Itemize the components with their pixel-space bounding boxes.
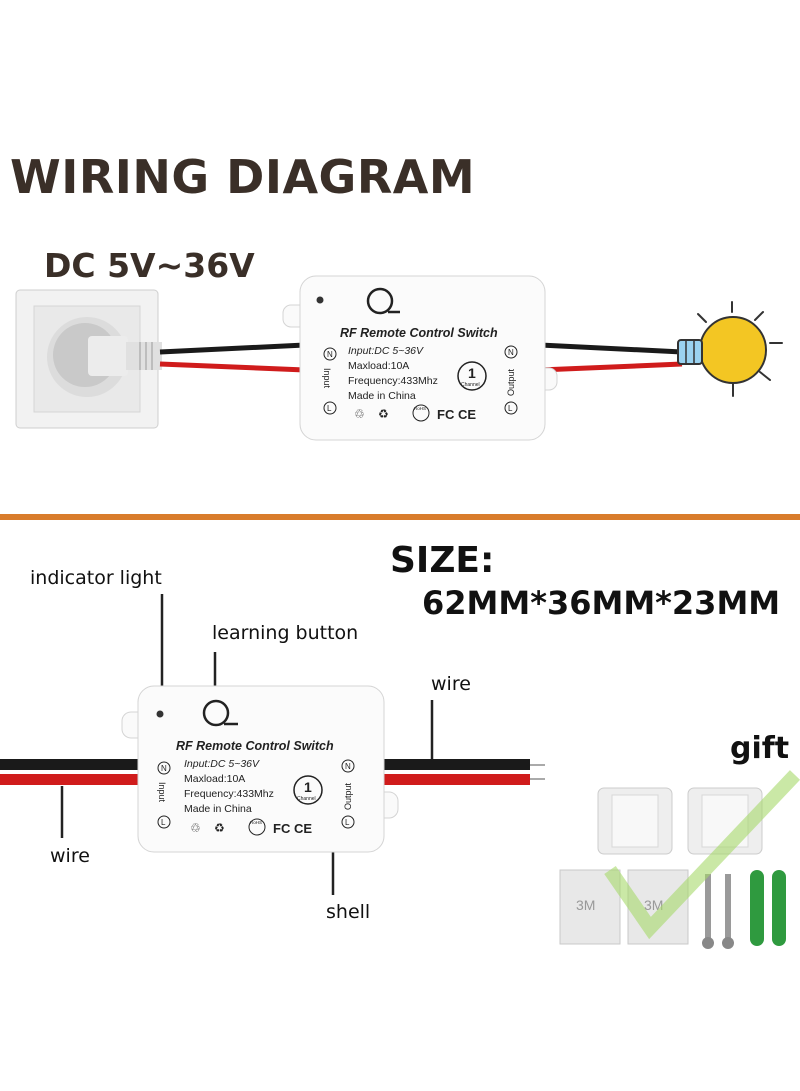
learning-button-label: learning button — [212, 622, 359, 644]
svg-text:♲: ♲ — [354, 407, 365, 421]
device-label-top: RF Remote Control Switch Input:DC 5~36V … — [322, 326, 518, 422]
channel-number-bottom: 1 — [304, 779, 312, 795]
device-made-in-bottom: Made in China — [184, 803, 252, 815]
wall-socket — [15, 289, 162, 429]
black-wire-bottom-left — [0, 759, 150, 770]
gift-label: gift — [730, 731, 790, 766]
channel-word-bottom: Channel — [297, 796, 316, 802]
shell-label: shell — [326, 901, 371, 923]
input-side-label-bottom: Input — [157, 782, 167, 803]
output-n-mark-bottom: N — [345, 762, 351, 771]
indicator-light-label: indicator light — [30, 567, 162, 589]
size-value: 62MM*36MM*23MM — [422, 584, 781, 622]
output-l-mark-bottom: L — [345, 818, 350, 827]
red-wire-bottom-right — [380, 774, 530, 785]
power-supply-label: DC 5V~36V — [44, 246, 255, 285]
svg-text:♲: ♲ — [190, 821, 201, 835]
checkmark-icon — [604, 770, 800, 940]
section-divider — [0, 514, 800, 520]
input-n-mark-bottom: N — [161, 764, 167, 773]
black-wire-left — [159, 342, 306, 355]
device-maxload-bottom: Maxload:10A — [184, 773, 245, 785]
red-wire-bottom-left — [0, 774, 150, 785]
bottom-dimension-illustration: 3M 3M — [0, 594, 800, 949]
switch-module-bottom — [121, 685, 399, 853]
certification-marks: FC CE — [437, 407, 476, 422]
output-side-label: Output — [506, 368, 516, 396]
device-made-in: Made in China — [348, 390, 416, 402]
device-input-bottom: Input:DC 5~36V — [184, 758, 260, 770]
red-wire-left — [159, 361, 306, 373]
output-l-mark: L — [508, 404, 513, 413]
black-wire-bottom-right — [380, 759, 530, 770]
certification-marks-bottom: FC CE — [273, 821, 312, 836]
device-maxload: Maxload:10A — [348, 360, 409, 372]
diagram-title: WIRING DIAGRAM — [10, 150, 476, 204]
device-name: RF Remote Control Switch — [340, 326, 498, 340]
light-bulb-icon — [677, 301, 783, 397]
gift-mounting-kit: 3M 3M — [559, 770, 800, 949]
channel-number: 1 — [468, 365, 476, 381]
tape-brand-1: 3M — [576, 897, 595, 913]
black-wire-right — [539, 342, 683, 355]
device-name-bottom: RF Remote Control Switch — [176, 739, 334, 753]
top-wiring-illustration — [15, 275, 783, 441]
wire-label-bottom: wire — [50, 845, 90, 867]
svg-text:♻: ♻ — [378, 407, 389, 421]
rohs-mark-bottom: RoHS — [250, 820, 262, 825]
input-n-mark: N — [327, 350, 333, 359]
channel-word: Channel — [461, 382, 480, 388]
switch-module-top — [282, 275, 558, 441]
input-l-mark: L — [327, 404, 332, 413]
device-input: Input:DC 5~36V — [348, 345, 424, 357]
input-side-label: Input — [322, 368, 332, 389]
device-label-bottom: RF Remote Control Switch Input:DC 5~36V … — [157, 739, 355, 836]
device-frequency: Frequency:433Mhz — [348, 375, 438, 387]
size-title: SIZE: — [390, 540, 495, 581]
svg-text:♻: ♻ — [214, 821, 225, 835]
device-frequency-bottom: Frequency:433Mhz — [184, 788, 274, 800]
output-n-mark: N — [508, 348, 514, 357]
output-side-label-bottom: Output — [343, 782, 353, 810]
input-l-mark-bottom: L — [161, 818, 166, 827]
wire-label-top: wire — [431, 673, 471, 695]
red-wire-right — [539, 361, 683, 373]
rohs-mark: RoHS — [414, 406, 426, 411]
